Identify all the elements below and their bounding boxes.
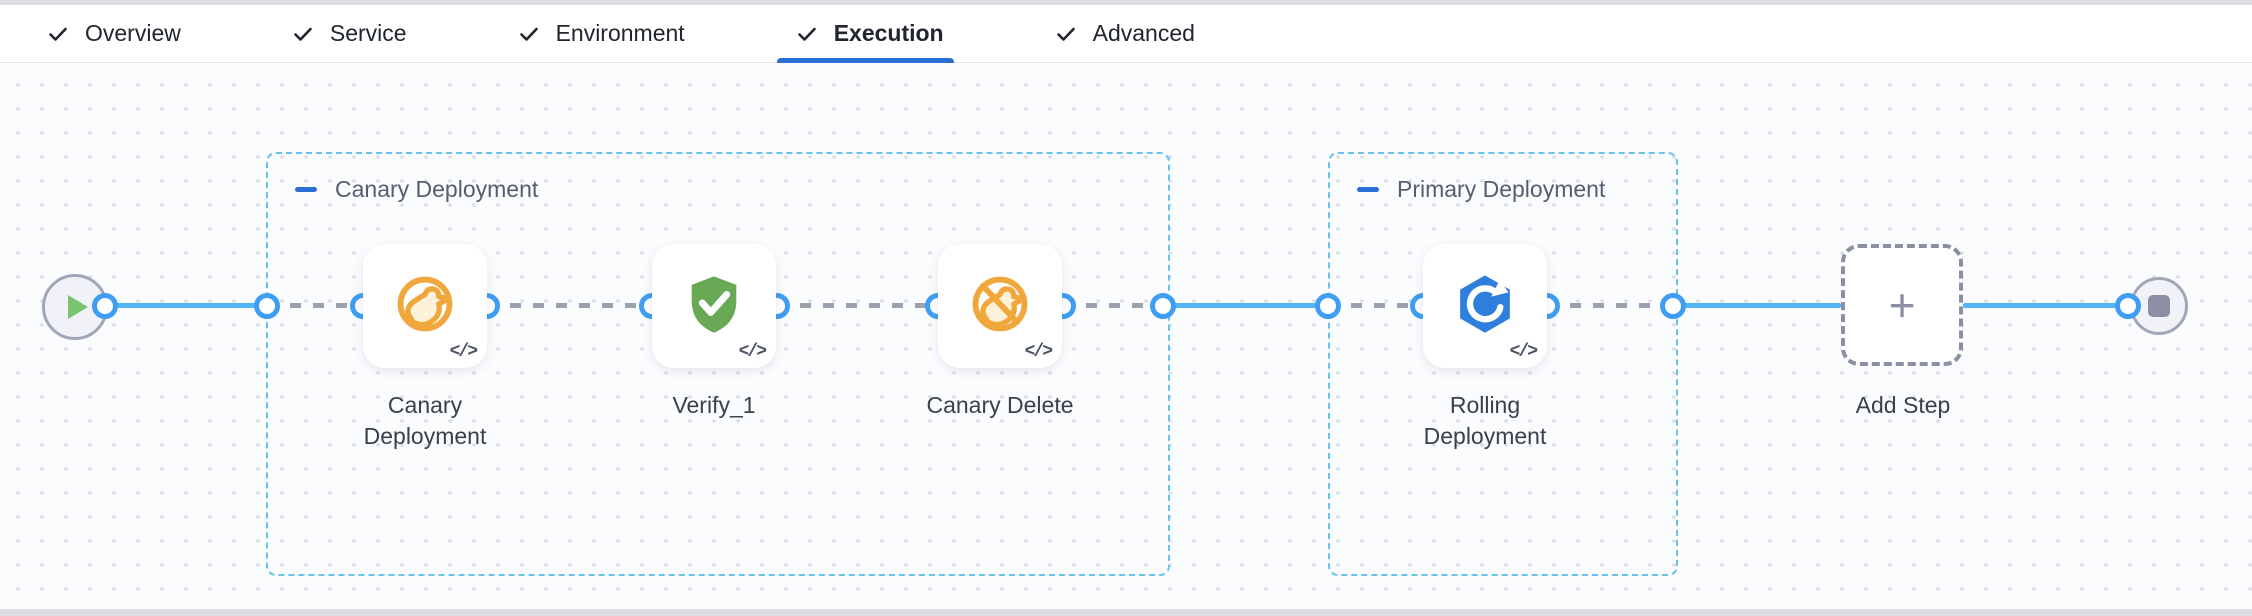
group-primary-deployment: Primary Deployment [1328,152,1678,576]
connector-line-dashed [1328,303,1423,308]
code-badge: </> [1024,342,1053,362]
canary-icon [391,270,459,343]
connector-line-dashed [487,303,652,308]
add-step-label: Add Step [1855,392,1951,418]
step-label: Canary Delete [926,392,1074,418]
group-title: Primary Deployment [1397,176,1606,202]
group-header: Primary Deployment [1356,176,1605,203]
code-badge: </> [738,342,767,362]
rolling-deployment-icon [1451,270,1519,343]
connector-port[interactable] [2115,293,2141,319]
connector-line-solid [1963,303,2128,308]
stage-tab-bar: Overview Service Environment Execution A… [0,5,2252,63]
connector-line-dashed [267,303,363,308]
tab-label: Execution [833,20,944,46]
check-icon [517,22,541,46]
connector-line-solid [1163,303,1328,308]
connector-port[interactable] [1150,293,1176,319]
check-icon [795,22,819,46]
step-verify-1[interactable]: </> [652,244,776,368]
connector-line-solid [105,303,267,308]
connector-line-solid [1673,303,1841,308]
step-label: Canary Deployment [363,392,487,449]
collapse-group-button[interactable] [294,178,318,202]
code-badge: </> [1509,342,1538,362]
check-icon [46,22,70,46]
tab-label: Environment [555,20,685,46]
collapse-group-button[interactable] [1356,178,1380,202]
connector-line-dashed [777,303,938,308]
stop-icon [2148,295,2170,317]
step-label: Rolling Deployment [1423,392,1547,449]
play-icon [68,295,88,319]
group-header: Canary Deployment [294,176,538,203]
connector-port[interactable] [92,293,118,319]
tab-execution[interactable]: Execution [776,5,954,63]
tab-service[interactable]: Service [291,5,407,62]
group-title: Canary Deployment [335,176,539,202]
connector-port[interactable] [1315,293,1341,319]
minus-icon [1357,187,1379,192]
step-label: Verify_1 [672,392,756,418]
tab-label: Overview [85,20,181,46]
check-icon [291,22,315,46]
pipeline-canvas[interactable]: Canary Deployment Primary Deployment [0,63,2252,609]
canary-delete-icon [966,270,1034,343]
add-step-button[interactable]: + [1841,244,1963,366]
verify-shield-icon [680,270,748,343]
code-badge: </> [449,342,478,362]
connector-line-dashed [1063,303,1163,308]
minus-icon [295,187,317,192]
tab-label: Service [329,20,407,46]
check-icon [1054,22,1078,46]
connector-line-dashed [1547,303,1673,308]
step-canary-deployment[interactable]: </> [363,244,487,368]
tab-environment[interactable]: Environment [517,5,685,62]
tab-label: Advanced [1092,20,1195,46]
group-canary-deployment: Canary Deployment [266,152,1170,576]
bottom-divider [0,609,2252,616]
top-divider [0,0,2252,5]
step-rolling-deployment[interactable]: </> [1423,244,1547,368]
connector-port[interactable] [254,293,280,319]
step-canary-delete[interactable]: </> [938,244,1062,368]
connector-port[interactable] [1660,293,1686,319]
tab-overview[interactable]: Overview [46,5,181,62]
plus-icon: + [1888,279,1916,331]
tab-advanced[interactable]: Advanced [1054,5,1195,62]
